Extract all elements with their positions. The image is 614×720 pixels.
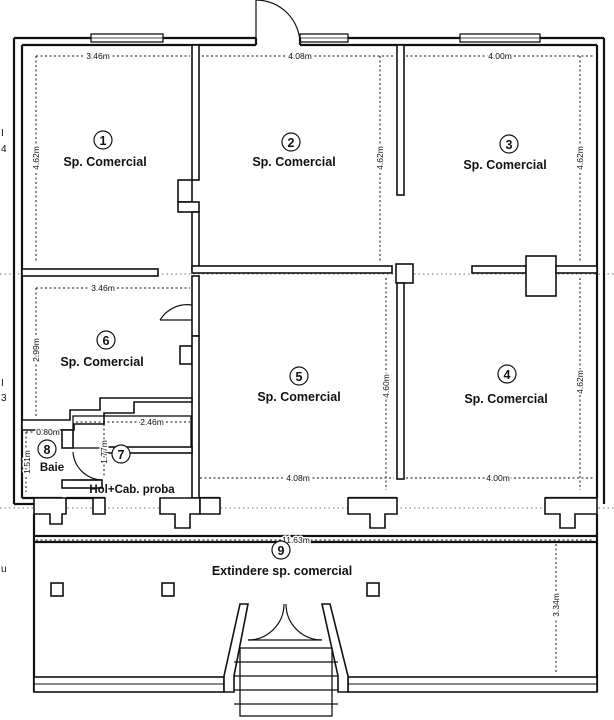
dim-r5-width: 4.08m (286, 473, 310, 483)
dim-r2-width: 4.08m (288, 51, 312, 61)
room-number-circle (281, 132, 301, 152)
dim-r8-height: 1.51m (22, 450, 32, 474)
room-number-circle (497, 364, 517, 384)
edge-mark-top: I (1, 128, 4, 139)
room-number: 9 (278, 544, 285, 558)
dim-r1-height: 4.62m (31, 146, 41, 170)
extension-walls (32, 514, 599, 717)
room-number: 2 (288, 136, 295, 150)
room-number-circle (111, 444, 131, 464)
room-name: Hol+Cab. proba (89, 484, 175, 496)
dim-r7-height: 1.77m (99, 440, 109, 464)
room-name: Sp. Comercial (63, 155, 146, 169)
room-9: 9 Extindere sp. comercial (212, 540, 352, 578)
edge-mark-middle-sub: 3 (1, 393, 7, 404)
room-number-circle (289, 366, 309, 386)
dimension-lines (25, 55, 594, 674)
room-number: 5 (296, 370, 303, 384)
dim-r5-height: 4.60m (381, 374, 391, 398)
dim-r6-width: 3.46m (91, 283, 115, 293)
room-name: Sp. Comercial (464, 392, 547, 406)
dim-r4-width: 4.00m (486, 473, 510, 483)
grid-axes (0, 273, 614, 509)
dim-r8-width: 0.80m (36, 427, 60, 437)
interior-walls (21, 44, 598, 529)
dim-r9-height: 3.34m (551, 593, 561, 617)
edge-mark-top-sub: 4 (1, 144, 7, 155)
dim-r4-height: 4.62m (575, 370, 585, 394)
room-number-circle (499, 134, 519, 154)
room-number: 1 (100, 134, 107, 148)
room-6: 6 Sp. Comercial (60, 330, 144, 369)
room-name: Sp. Comercial (60, 355, 143, 369)
room-name: Extindere sp. comercial (212, 564, 352, 578)
room-name: Sp. Comercial (252, 155, 335, 169)
dim-r6-height: 2.99m (31, 338, 41, 362)
edge-mark-middle: I (1, 378, 4, 389)
room-number: 6 (103, 334, 110, 348)
edge-mark-bottom: u (1, 564, 7, 575)
room-number-circle (96, 330, 116, 350)
entrance-door-top (254, 0, 302, 45)
room-4: 4 Sp. Comercial (464, 364, 548, 406)
dim-r2-height: 4.62m (375, 146, 385, 170)
room-number-circle (37, 439, 57, 459)
windows-top (90, 33, 541, 43)
room-name: Baie (40, 462, 64, 474)
dim-r1-width: 3.46m (86, 51, 110, 61)
dimension-labels: 3.46m 4.62m 4.08m 4.62m 4.00m 4.62m 3.46… (21, 50, 587, 619)
room-5: 5 Sp. Comercial (257, 366, 341, 404)
room-number: 4 (504, 368, 511, 382)
room-name: Sp. Comercial (257, 390, 340, 404)
room-1: 1 Sp. Comercial (63, 130, 147, 169)
room-2: 2 Sp. Comercial (252, 132, 336, 169)
dim-r9-width: 11.63m (282, 535, 310, 545)
room-number-circle (93, 130, 113, 150)
room-number: 8 (44, 443, 51, 457)
dim-r7-width: 2.46m (140, 417, 164, 427)
dim-r3-width: 4.00m (488, 51, 512, 61)
room-name: Sp. Comercial (463, 158, 546, 172)
room-8: 8 Baie (37, 439, 64, 474)
room-7: 7 Hol+Cab. proba (89, 444, 175, 496)
room-3: 3 Sp. Comercial (463, 134, 547, 172)
room-number: 7 (118, 448, 125, 462)
interior-doors (72, 304, 193, 481)
dim-r3-height: 4.62m (575, 146, 585, 170)
room-number-circle (271, 540, 291, 560)
room-number: 3 (506, 138, 513, 152)
